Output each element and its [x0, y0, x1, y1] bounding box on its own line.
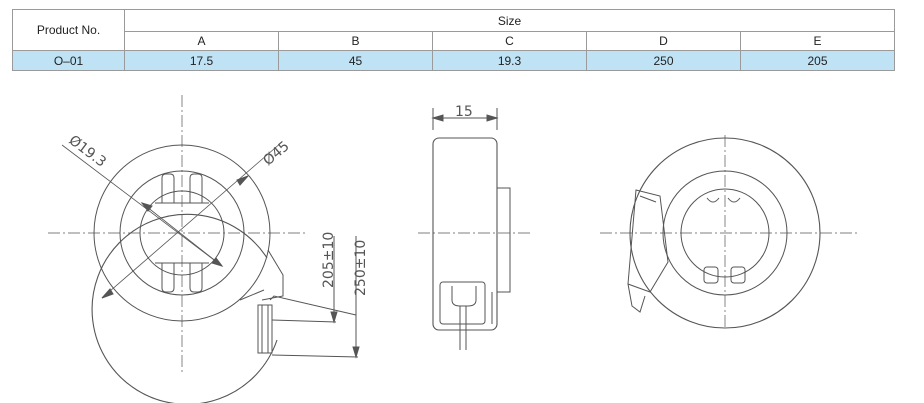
dim-lead-250: 250±10: [353, 240, 369, 296]
lead-wire-connector: [257, 236, 360, 359]
header-size: Size: [123, 8, 896, 33]
cell-b: 45: [278, 50, 433, 71]
rear-view: [600, 135, 860, 330]
dim-inner-diameter: Ø19.3: [66, 132, 109, 170]
cell-product: O–01: [12, 50, 125, 71]
side-view: [418, 108, 530, 350]
cell-c: 19.3: [432, 50, 587, 71]
dim-lead-205: 205±10: [321, 232, 337, 288]
header-product-no: Product No.: [12, 9, 125, 51]
cell-e: 205: [739, 50, 896, 71]
cell-d: 250: [586, 50, 741, 71]
table-row: O–01 17.5 45 19.3 250 205: [12, 50, 896, 71]
cell-a: 17.5: [124, 50, 279, 71]
spec-table: Product No. Size A B C D E O–01 17.5 45 …: [12, 8, 896, 71]
front-view: [48, 95, 305, 403]
dim-thickness: 15: [455, 104, 473, 120]
dim-outer-diameter: Ø45: [260, 138, 292, 169]
